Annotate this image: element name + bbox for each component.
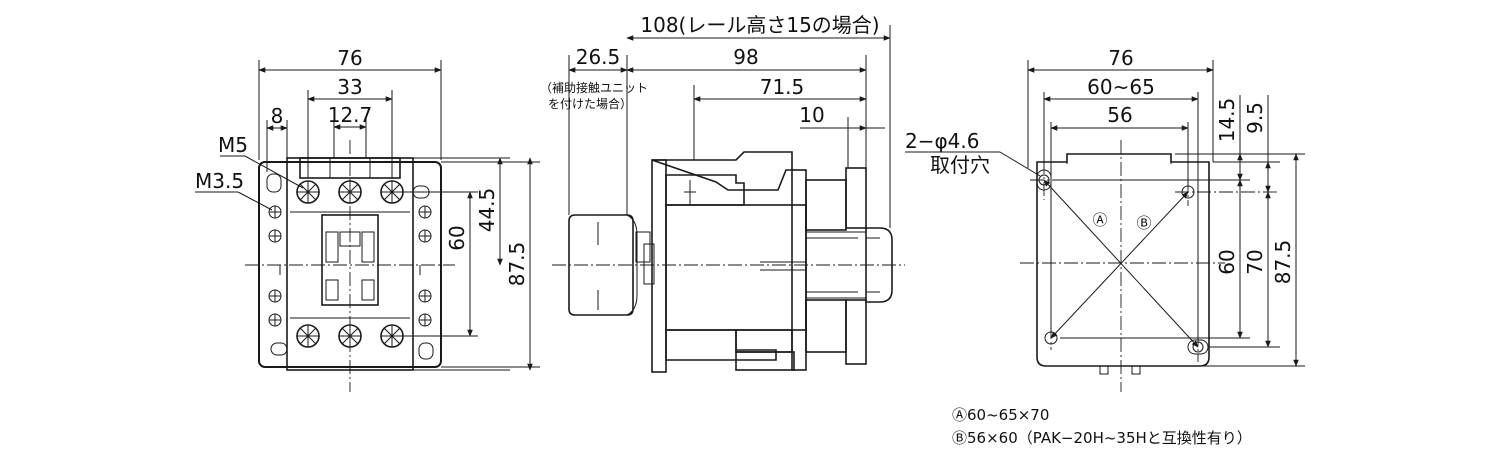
mount-dim-76: 76 — [1108, 46, 1133, 70]
mount-view: Ⓐ Ⓑ 76 60~65 56 14.5 — [905, 46, 1305, 392]
mount-dim-87-5: 87.5 — [1271, 240, 1295, 285]
legend-a: Ⓐ60~65×70 — [952, 406, 1049, 424]
front-mount-slots — [266, 173, 434, 360]
side-dim-26-5: 26.5 — [576, 45, 621, 69]
aux-unit-note-line2: を付けた場合） — [548, 96, 632, 111]
front-dim-8: 8 — [271, 104, 284, 128]
side-dim-98: 98 — [733, 45, 758, 69]
side-body — [665, 204, 807, 331]
legend-b: Ⓑ56×60（PAK−20H~35Hと互換性有り） — [952, 429, 1252, 447]
front-dim-12-7: 12.7 — [328, 103, 373, 127]
aux-terminal-label: M3.5 — [195, 169, 244, 193]
mount-dim-60: 60 — [1215, 249, 1239, 274]
mount-dim-14-5: 14.5 — [1215, 98, 1239, 143]
side-top-terminal — [651, 151, 793, 191]
aux-terminals — [268, 205, 432, 327]
front-dim-60: 60 — [445, 225, 469, 250]
side-view: 108(レール高さ15の場合) 26.5 98 71.5 10 （補助接触ユニッ… — [540, 13, 905, 373]
mount-dim-70: 70 — [1243, 249, 1267, 274]
mount-dim-9-5: 9.5 — [1243, 102, 1267, 134]
mount-outline — [1036, 153, 1210, 367]
mark-a: Ⓐ — [1092, 211, 1107, 229]
side-dim-108: 108(レール高さ15の場合) — [640, 13, 879, 37]
main-terminal-label: M5 — [218, 133, 248, 157]
hole-label-sub: 取付穴 — [930, 153, 990, 177]
side-dim-10: 10 — [799, 103, 824, 127]
front-dim-76: 76 — [337, 46, 362, 70]
rail-clip — [865, 227, 893, 303]
front-dim-33: 33 — [337, 75, 362, 99]
aux-unit-note-line1: （補助接触ユニット — [540, 80, 648, 95]
mount-dim-56: 56 — [1107, 103, 1132, 127]
mount-dim-60-65: 60~65 — [1087, 75, 1155, 99]
hole-label: 2−φ4.6 — [905, 129, 979, 153]
front-dim-44-5: 44.5 — [475, 188, 499, 233]
mark-b: Ⓑ — [1136, 214, 1151, 232]
legend: Ⓐ60~65×70 Ⓑ56×60（PAK−20H~35Hと互換性有り） — [952, 406, 1252, 447]
front-view: 76 33 12.7 8 60 44.5 87.5 M5 M3.5 — [195, 46, 540, 392]
front-dim-87-5: 87.5 — [505, 242, 529, 287]
side-dim-71-5: 71.5 — [760, 75, 805, 99]
